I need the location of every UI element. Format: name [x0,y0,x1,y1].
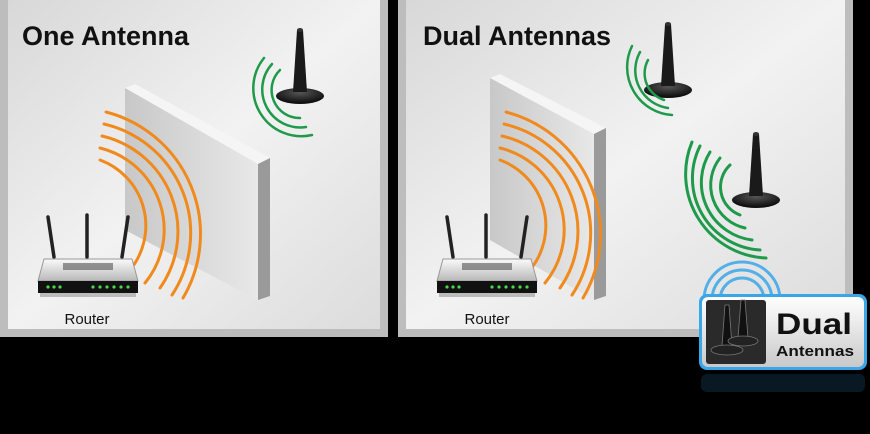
router-label: Router [464,311,509,328]
badge-antennas-icon [710,299,759,356]
green-signal-waves [252,56,314,138]
orange-signal-waves [98,110,202,300]
panel-one-antenna: One Antenna Router [0,0,388,337]
panel-dual-antennas: Dual Antennas Router [398,0,853,337]
orange-signal-waves [498,110,602,300]
panel-title: Dual Antennas [423,21,611,51]
green-signal-waves-2 [684,140,768,260]
badge-subtitle: Antennas [776,343,854,360]
dual-antennas-badge: Dual Antennas [699,260,867,392]
badge-title: Dual [776,308,852,341]
badge-reflection [701,374,865,392]
router-label: Router [64,311,109,328]
badge-signal-waves [702,260,782,301]
green-signal-waves-1 [625,44,674,117]
panel-title: One Antenna [22,21,190,51]
